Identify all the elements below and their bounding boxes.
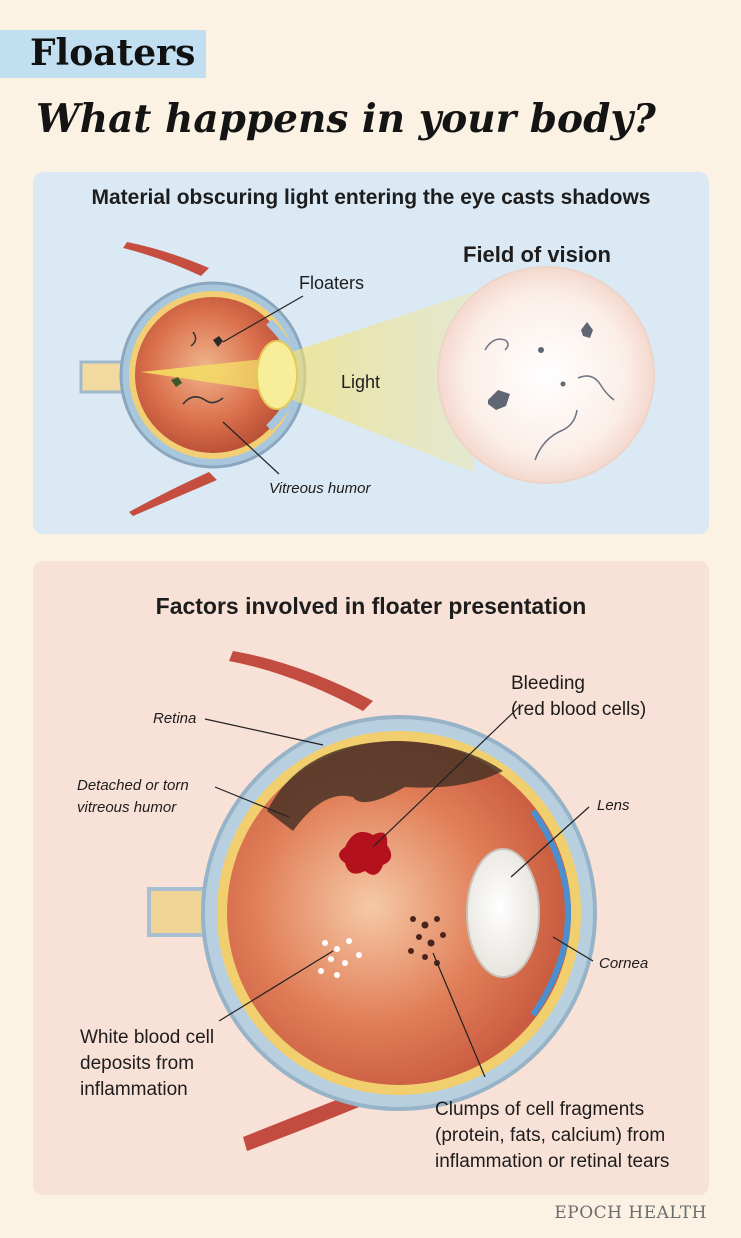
eye-interior: [227, 741, 571, 1085]
lens: [466, 848, 540, 978]
cornea-leader: [552, 936, 594, 962]
retina-leader: [204, 718, 324, 746]
bleeding-label: Bleeding (red blood cells): [511, 673, 647, 720]
field-of-vision-label: Field of vision: [463, 242, 611, 267]
brand-logo: EPOCH HEALTH: [554, 1203, 707, 1223]
panel2-title: Factors involved in floater presentation: [155, 593, 587, 619]
vision-floater: [581, 322, 593, 338]
white-blood-cell-label: White blood cell deposits from inflammat…: [80, 1027, 215, 1100]
retina-label: Retina: [153, 710, 197, 727]
detached-vitreous-shadow: [267, 741, 503, 831]
bleeding-leader: [372, 706, 520, 848]
vision-strand: [577, 375, 615, 401]
lens-label: Lens: [597, 797, 630, 814]
cornea-label: Cornea: [599, 955, 649, 972]
white-blood-cells: [318, 938, 362, 978]
factors-panel: Factors involved in floater presentation…: [33, 561, 709, 1195]
detached-leader: [214, 786, 290, 818]
vision-floater: [488, 390, 510, 410]
lens-leader: [510, 806, 590, 878]
floater-strand: [190, 331, 197, 347]
field-of-vision-circle: [437, 266, 655, 484]
vision-strand: [534, 409, 578, 461]
shadow-panel: Material obscuring light entering the ey…: [33, 172, 709, 534]
floaters-label: Floaters: [299, 273, 365, 293]
clumps-leader: [432, 952, 486, 1078]
vision-floater: [560, 381, 566, 387]
lens: [256, 340, 298, 410]
light-label: Light: [341, 372, 381, 392]
eye-factors-illustration: [147, 651, 597, 1151]
cornea: [530, 809, 571, 1017]
floater-strand: [182, 396, 224, 405]
wbc-leader: [218, 950, 334, 1022]
vision-strand: [484, 338, 509, 351]
vision-floater: [538, 347, 544, 353]
floaters-leader: [222, 295, 304, 343]
lower-muscle: [129, 472, 217, 516]
panel1-title: Material obscuring light entering the ey…: [91, 186, 651, 209]
section-tag: Floaters: [0, 30, 206, 78]
vitreous-leader: [222, 421, 280, 475]
eye-shadow-illustration: [79, 242, 655, 516]
section-tag-label: Floaters: [30, 32, 196, 74]
floater-blob: [213, 336, 223, 347]
upper-muscle: [123, 242, 209, 276]
light-beam: [141, 292, 473, 472]
detached-vitreous-label: Detached or torn vitreous humor: [77, 777, 189, 816]
floater-blob: [171, 377, 182, 387]
upper-muscle: [229, 651, 373, 711]
cell-fragments-label: Clumps of cell fragments (protein, fats,…: [435, 1099, 670, 1172]
page-headline: What happens in your body?: [36, 96, 656, 142]
vitreous-humor-label: Vitreous humor: [269, 480, 371, 497]
cell-fragment-clumps: [408, 916, 446, 966]
